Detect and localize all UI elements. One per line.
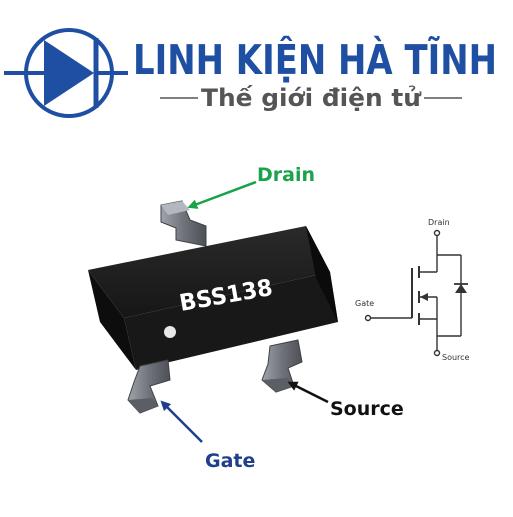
gate-callout: Gate [160,400,255,472]
gate-label: Gate [205,450,255,472]
source-lead [261,339,303,393]
source-callout: Source [287,381,404,420]
schematic-source-label: Source [442,353,470,362]
sot23-package: BSS138 [88,200,338,414]
schematic-gate-label: Gate [355,299,374,308]
drain-lead [160,200,207,247]
n-channel-mosfet-icon: Drain Gate Source [355,218,470,362]
drain-label: Drain [257,164,315,186]
brand-name: LINH KIỆN HÀ TĨNH [133,36,497,84]
diode-icon [4,28,128,118]
source-arrow [287,381,329,404]
pin1-marker [164,326,176,338]
brand-logo: LINH KIỆN HÀ TĨNH Thế giới điện tử [4,28,497,118]
package-body: BSS138 [88,226,338,370]
schematic-drain-label: Drain [428,218,450,227]
gate-arrow [160,400,203,443]
gate-lead [127,359,171,414]
source-label: Source [330,398,404,420]
drain-arrow [187,180,257,209]
brand-tagline: Thế giới điện tử [201,84,422,112]
drain-callout: Drain [187,164,315,209]
